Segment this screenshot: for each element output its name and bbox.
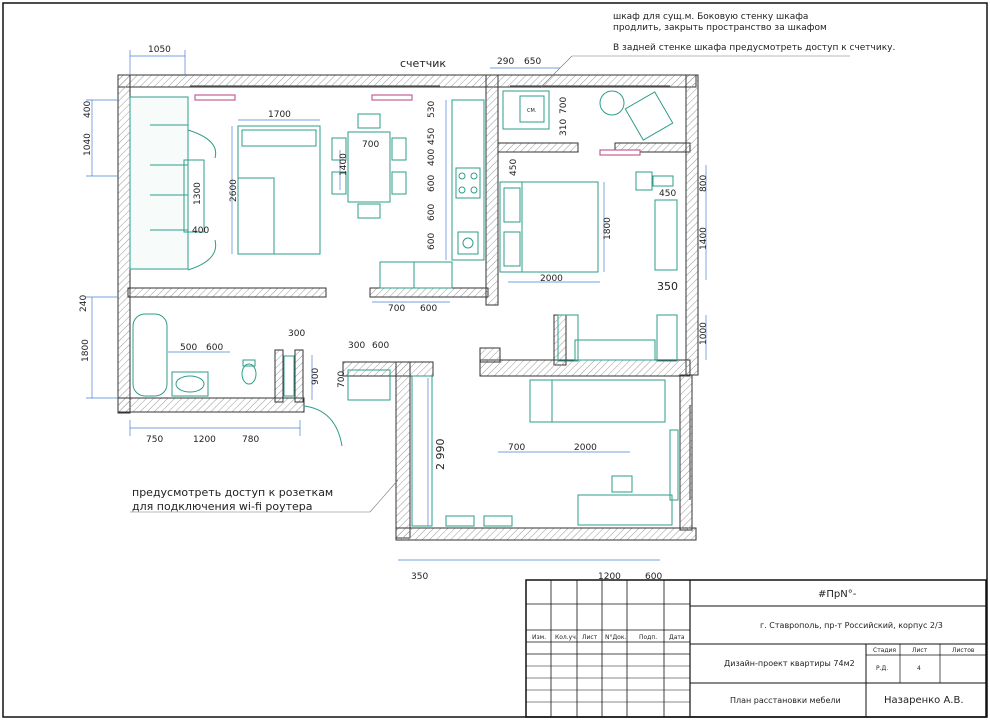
dim-text: 350 xyxy=(411,572,428,582)
tb-sheet-title: План расстановки мебели xyxy=(730,696,841,705)
dim-text: 650 xyxy=(524,57,541,67)
dim-text: 300 xyxy=(288,329,305,339)
dimension-text: 1050 290 650 400 1040 240 1800 1700 2600… xyxy=(79,45,709,582)
dim-text: 2000 xyxy=(574,443,597,453)
dim-text: 1000 xyxy=(699,322,709,345)
label-meter: счетчик xyxy=(400,57,446,70)
dim-text: 2 990 xyxy=(434,439,447,471)
tb-col-list: Лист xyxy=(582,634,598,641)
dimension-lines xyxy=(86,50,707,561)
dim-text: 290 xyxy=(497,57,514,67)
walls xyxy=(117,74,699,541)
dim-text: 2600 xyxy=(229,179,239,202)
dim-text: 600 xyxy=(645,572,662,582)
dim-text: 450 xyxy=(659,189,676,199)
dim-text: 240 xyxy=(79,295,89,312)
dim-text: 700 xyxy=(337,371,347,388)
tb-sheet-header: Лист xyxy=(912,647,928,654)
dim-text: 1800 xyxy=(81,339,91,362)
dim-text: 2000 xyxy=(540,274,563,284)
dim-text: 800 xyxy=(699,175,709,192)
note-router-1: предусмотреть доступ к розеткам xyxy=(132,486,333,499)
note-router-2: для подключения wi-fi роутера xyxy=(132,500,313,513)
dim-text: 700 xyxy=(362,140,379,150)
dim-text: 1040 xyxy=(83,133,93,156)
dim-text: 750 xyxy=(146,435,163,445)
dim-text: 1300 xyxy=(193,182,203,205)
title-block-text: #ПрN°- г. Ставрополь, пр-т Российский, к… xyxy=(532,589,975,706)
tb-address: г. Ставрополь, пр-т Российский, корпус 2… xyxy=(760,621,943,630)
dim-text: 1400 xyxy=(339,153,349,176)
windows xyxy=(150,74,691,500)
note-wardrobe-2: продлить, закрыть пространство за шкафом xyxy=(613,23,827,33)
dim-text: 600 xyxy=(427,175,437,192)
dim-text: 1200 xyxy=(193,435,216,445)
dim-text: 600 xyxy=(206,343,223,353)
dim-text: 350 xyxy=(657,280,678,293)
dim-text: 700 xyxy=(559,97,569,114)
dim-text: 900 xyxy=(311,368,321,385)
dim-text: 600 xyxy=(427,204,437,221)
dim-text: 780 xyxy=(242,435,259,445)
furniture xyxy=(129,90,679,527)
dim-text: 310 xyxy=(559,119,569,136)
dim-text: 450 xyxy=(509,159,519,176)
dim-text: 1400 xyxy=(699,227,709,250)
dim-text: 400 xyxy=(83,101,93,118)
title-block xyxy=(525,579,987,718)
tb-col-ndok: N°Док. xyxy=(605,634,626,641)
dim-text: 300 xyxy=(348,341,365,351)
dim-text: 500 xyxy=(180,343,197,353)
dim-text: 1700 xyxy=(268,110,291,120)
note-wardrobe-1: шкаф для сущ.м. Боковую стенку шкафа xyxy=(613,12,808,22)
tb-stage-header: Стадия xyxy=(873,647,896,654)
tb-col-data: Дата xyxy=(669,634,685,641)
tb-author: Назаренко А.В. xyxy=(884,695,964,706)
dim-text: 700 xyxy=(508,443,525,453)
dim-text: 600 xyxy=(372,341,389,351)
note-meter-access: В задней стенке шкафа предусмотреть дост… xyxy=(613,43,895,53)
leader-lines xyxy=(130,55,850,513)
dim-text: 530 xyxy=(427,101,437,118)
tb-col-koluch: Кол.уч. xyxy=(555,634,578,641)
tb-code: #ПрN°- xyxy=(818,589,857,600)
dim-text: 450 xyxy=(427,128,437,145)
dim-text: 600 xyxy=(427,233,437,250)
dim-text: 600 xyxy=(420,304,437,314)
dim-text: 400 xyxy=(427,149,437,166)
tb-sheets-header: Листов xyxy=(952,647,975,654)
dim-text: 1050 xyxy=(148,45,171,55)
dim-text: 1200 xyxy=(598,572,621,582)
annotation-text: шкаф для сущ.м. Боковую стенку шкафа про… xyxy=(132,12,895,513)
dim-text: 1800 xyxy=(603,217,613,240)
tb-stage-value: Р.Д. xyxy=(876,665,888,672)
dim-text: 700 xyxy=(388,304,405,314)
tb-col-izm: Изм. xyxy=(532,634,546,641)
appliance-label: СМ. xyxy=(527,108,537,114)
tb-col-podp: Подп. xyxy=(639,634,657,641)
dim-text: 400 xyxy=(192,226,209,236)
tb-sheet-value: 4 xyxy=(917,665,921,672)
tb-project: Дизайн-проект квартиры 74м2 xyxy=(724,659,855,668)
